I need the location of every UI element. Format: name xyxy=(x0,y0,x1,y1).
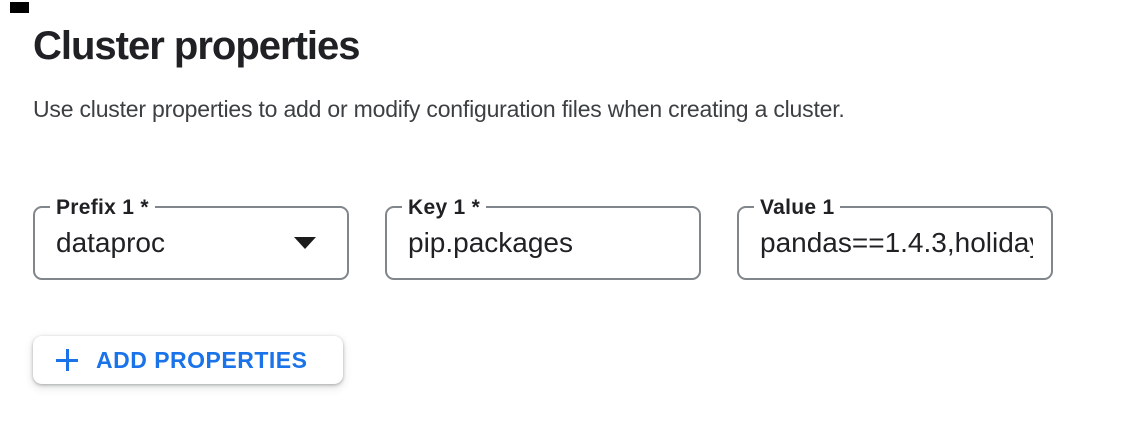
plus-icon xyxy=(56,349,78,371)
add-properties-button[interactable]: ADD PROPERTIES xyxy=(33,336,343,384)
value-field: Value 1 xyxy=(737,195,1053,280)
property-row: Prefix 1 * dataproc Key 1 * Value 1 xyxy=(0,195,1122,280)
dropdown-arrow-icon[interactable] xyxy=(294,237,316,249)
key-field: Key 1 * xyxy=(385,195,701,280)
page-description: Use cluster properties to add or modify … xyxy=(33,96,845,122)
corner-artifact xyxy=(10,2,29,13)
value-field-label: Value 1 xyxy=(754,195,841,221)
page-title: Cluster properties xyxy=(33,24,361,68)
prefix-dropdown[interactable]: Prefix 1 * dataproc xyxy=(33,195,349,280)
prefix-field-label: Prefix 1 * xyxy=(50,195,155,221)
prefix-selected-value: dataproc xyxy=(56,227,165,258)
add-properties-label: ADD PROPERTIES xyxy=(96,347,308,373)
key-field-label: Key 1 * xyxy=(402,195,487,221)
